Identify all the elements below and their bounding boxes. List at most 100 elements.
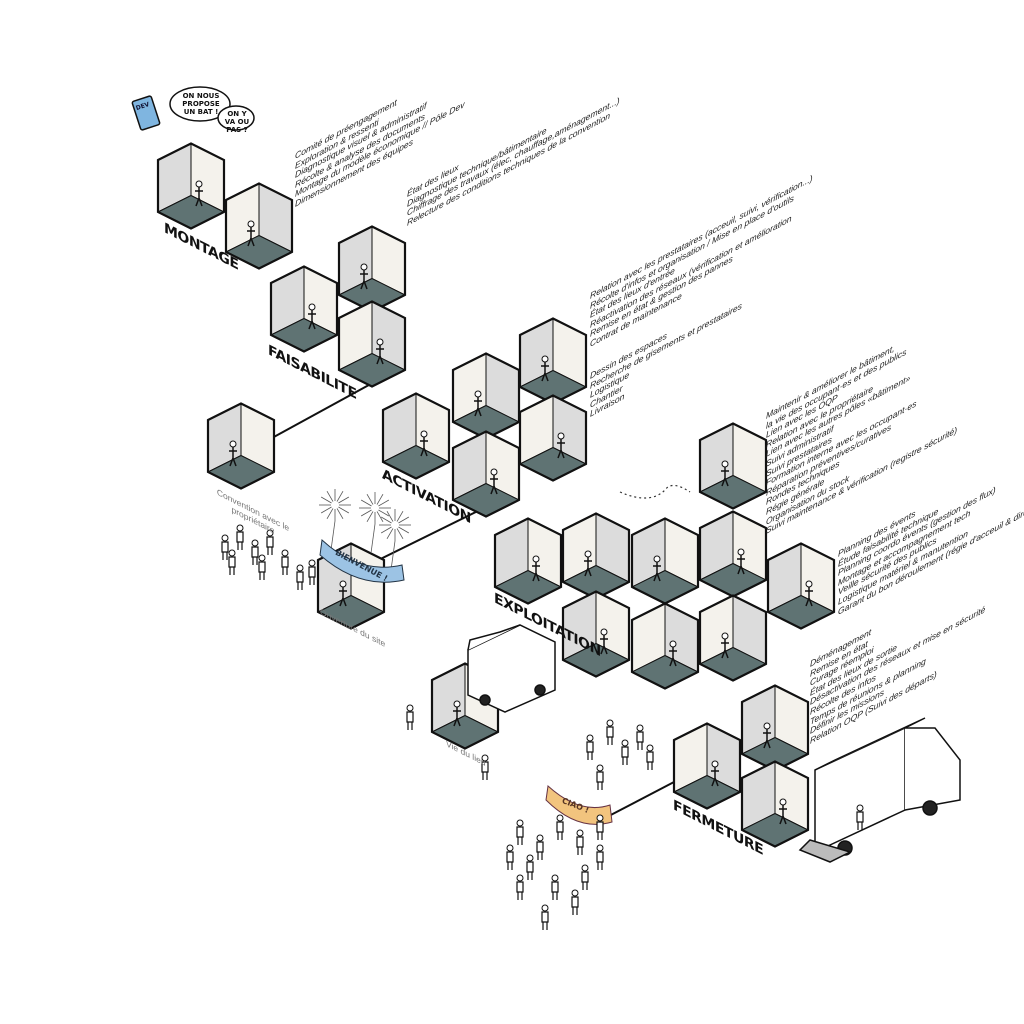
room-illustration <box>672 722 742 810</box>
van-icon <box>467 624 556 713</box>
firework-ray <box>398 526 410 534</box>
person-body <box>541 362 549 382</box>
crowd-person-head <box>856 804 864 812</box>
room-illustration <box>381 392 451 480</box>
crowd-person-head <box>576 829 584 837</box>
crowd-person-body <box>646 751 654 770</box>
crowd-person-head <box>266 529 274 537</box>
room-outline <box>206 402 276 490</box>
room-illustration <box>630 517 700 605</box>
person-head <box>229 440 237 448</box>
room-outline <box>766 542 836 630</box>
room-outline <box>698 422 768 510</box>
person-body <box>360 270 368 290</box>
firework-ray <box>336 508 344 520</box>
firework-ray <box>378 499 390 507</box>
firework-ray <box>366 511 374 523</box>
room-outline <box>518 317 588 405</box>
person-body <box>474 397 482 417</box>
room-outline <box>698 510 768 598</box>
dotted-path <box>619 484 691 499</box>
speech-bubble <box>169 86 231 122</box>
person-head <box>584 550 592 558</box>
crowd-person-head <box>236 524 244 532</box>
room-illustration <box>630 602 700 690</box>
person-head <box>532 555 540 563</box>
crowd-person-head <box>596 814 604 822</box>
person-head <box>490 468 498 476</box>
crowd-person-head <box>516 819 524 827</box>
room-illustration <box>698 422 768 510</box>
firework-ray <box>320 506 332 514</box>
crowd-person-head <box>258 554 266 562</box>
person-head <box>711 760 719 768</box>
person-body <box>420 437 428 457</box>
room-illustration <box>518 394 588 482</box>
crowd-person-head <box>551 874 559 882</box>
crowd-person-body <box>281 556 289 575</box>
crowd-person-body <box>576 836 584 855</box>
person-body <box>669 647 677 667</box>
room-illustration <box>740 760 810 848</box>
crowd-person-body <box>581 871 589 890</box>
person-head <box>541 355 549 363</box>
room-outline <box>740 760 810 848</box>
room-outline <box>451 430 521 518</box>
crowd-person-body <box>606 726 614 745</box>
firework-ray <box>366 493 374 505</box>
firework-ray <box>380 516 392 524</box>
person-head <box>805 580 813 588</box>
person-head <box>721 460 729 468</box>
room-outline <box>672 722 742 810</box>
room-illustration <box>561 512 631 600</box>
room-illustration <box>698 594 768 682</box>
person-head <box>474 390 482 398</box>
firework-ray <box>386 510 394 522</box>
person-body <box>532 562 540 582</box>
person-body <box>805 587 813 607</box>
crowd-person-body <box>228 556 236 575</box>
connector-closing <box>604 781 675 819</box>
room-outline <box>630 602 700 690</box>
room-outline <box>740 684 810 772</box>
crowd-person-head <box>621 739 629 747</box>
person-head <box>247 220 255 228</box>
crowd-person-body <box>541 911 549 930</box>
room-illustration <box>740 684 810 772</box>
crowd-person-head <box>556 814 564 822</box>
person-body <box>779 805 787 825</box>
person-head <box>779 798 787 806</box>
room-illustration <box>337 225 407 313</box>
crowd-person-body <box>536 841 544 860</box>
person-body <box>195 187 203 207</box>
firework-trail <box>370 523 376 554</box>
crowd-person-body <box>586 741 594 760</box>
room-illustration <box>451 352 521 440</box>
room-illustration <box>493 517 563 605</box>
room-outline <box>561 590 631 678</box>
crowd-person-body <box>636 731 644 750</box>
crowd-person-body <box>221 541 229 560</box>
person-body <box>653 562 661 582</box>
crowd-person-head <box>586 734 594 742</box>
crowd-person-body <box>296 571 304 590</box>
crowd-person-body <box>516 826 524 845</box>
room-outline <box>518 394 588 482</box>
welcome-banner <box>319 538 405 583</box>
crowd-person-head <box>251 539 259 547</box>
crowd-person-head <box>506 844 514 852</box>
crowd-figures <box>221 524 864 930</box>
crowd-person-head <box>281 549 289 557</box>
person-head <box>600 628 608 636</box>
person-body <box>453 707 461 727</box>
room-outline <box>381 392 451 480</box>
crowd-person-head <box>516 874 524 882</box>
person-head <box>376 338 384 346</box>
person-body <box>721 467 729 487</box>
room-outline <box>269 265 339 353</box>
firework-ray <box>320 496 332 504</box>
crowd-person-body <box>506 851 514 870</box>
crowd-person-head <box>526 854 534 862</box>
person-head <box>557 432 565 440</box>
firework-ray <box>396 510 404 522</box>
